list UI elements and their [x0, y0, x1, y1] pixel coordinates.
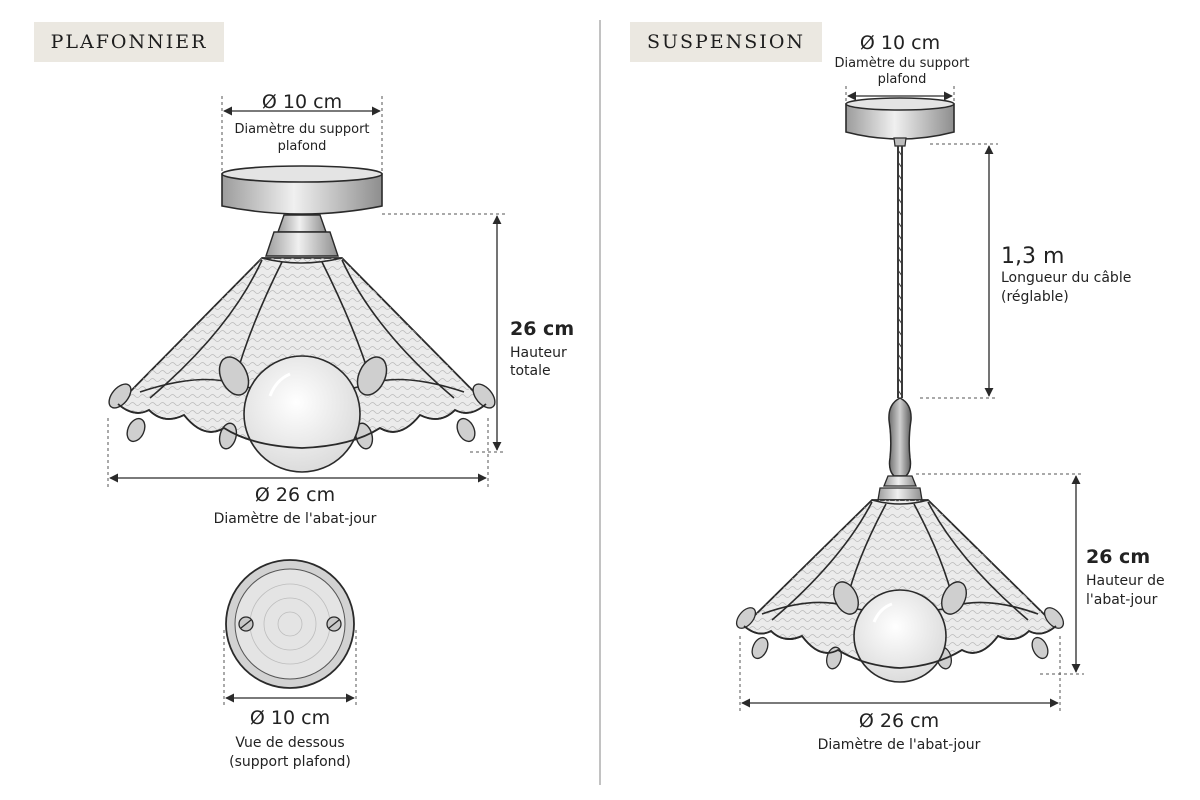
suspension-support-caption-2: plafond — [878, 72, 927, 87]
suspension-shade-caption: Diamètre de l'abat-jour — [818, 737, 981, 753]
plafonnier-shade-dimension — [107, 418, 489, 488]
ceiling-canopy-icon — [845, 97, 955, 147]
suspension-height-caption-2: l'abat-jour — [1086, 592, 1158, 608]
plafonnier-height-value: 26 cm — [510, 318, 574, 340]
suspension-support-caption-1: Diamètre du support — [834, 56, 969, 71]
shade-rim — [743, 625, 1057, 669]
suspension-support-value: Ø 10 cm — [860, 32, 940, 54]
plafonnier-support-dimension — [221, 96, 383, 172]
bulb-icon — [853, 589, 947, 683]
screw-icon — [238, 616, 342, 632]
ceiling-canopy-icon — [221, 165, 383, 257]
suspension-height-value: 26 cm — [1086, 546, 1150, 568]
wood-spindle-icon — [877, 397, 923, 501]
suspension-support-dimension — [845, 86, 955, 102]
plafonnier-height-dimension — [382, 213, 506, 453]
suspension-height-caption-1: Hauteur de — [1086, 573, 1165, 589]
plafonnier-height-caption-2: totale — [510, 363, 551, 379]
cable-length-value: 1,3 m — [1001, 244, 1064, 269]
bottom-view-dimension — [223, 630, 357, 706]
bottom-view-caption-1: Vue de dessous — [235, 735, 344, 751]
plafonnier-support-value: Ø 10 cm — [262, 91, 342, 113]
cable-length-caption-2: (réglable) — [1001, 289, 1069, 305]
plafonnier-shade-value: Ø 26 cm — [255, 484, 335, 506]
plafonnier-shade-caption: Diamètre de l'abat-jour — [214, 511, 377, 527]
section-label-plafonnier: PLAFONNIER — [34, 22, 224, 62]
suspension-height-dimension — [916, 473, 1084, 675]
bulb-icon — [243, 355, 361, 473]
bottom-view-caption-2: (support plafond) — [229, 754, 351, 770]
plafonnier-support-caption-1: Diamètre du support — [234, 122, 369, 137]
suspension-shade-dimension — [739, 636, 1061, 712]
plafonnier-height-caption-1: Hauteur — [510, 345, 567, 361]
twisted-cable-icon — [897, 146, 903, 398]
shade-rim — [117, 403, 487, 449]
section-label-suspension: SUSPENSION — [630, 22, 822, 62]
tiffany-shade-icon — [735, 499, 1065, 670]
plafonnier-support-caption-2: plafond — [278, 139, 327, 154]
cable-length-dimension — [920, 143, 998, 399]
bottom-view-value: Ø 10 cm — [250, 707, 330, 729]
suspension-shade-value: Ø 26 cm — [859, 710, 939, 732]
bottom-view-disc — [225, 559, 355, 689]
cable-length-caption-1: Longueur du câble — [1001, 270, 1131, 286]
